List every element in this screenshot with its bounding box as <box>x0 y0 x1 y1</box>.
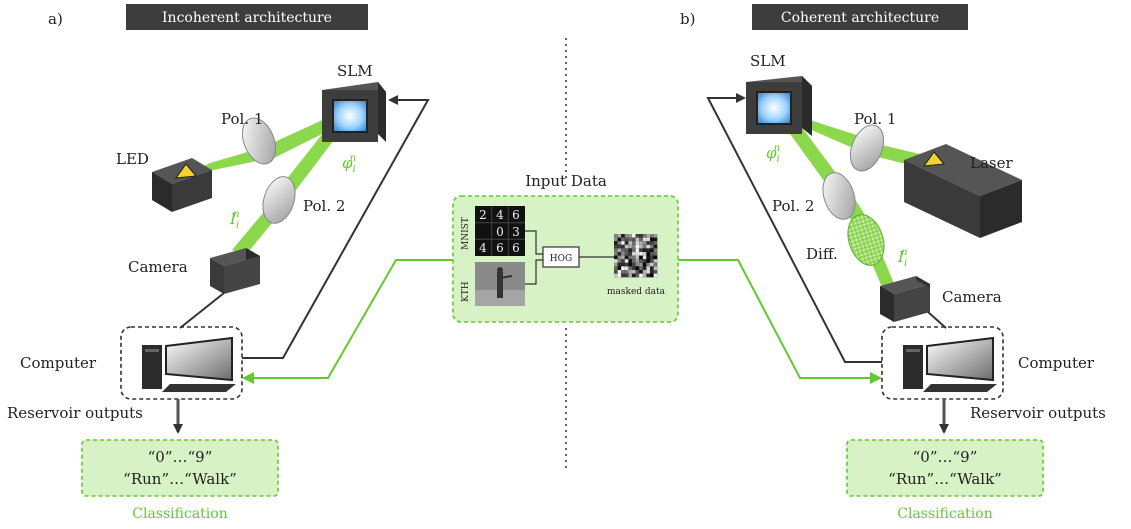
left-title-bg <box>126 4 368 30</box>
right-slm <box>746 76 812 136</box>
left-computer-icon <box>142 336 236 392</box>
right-title: Coherent architecture <box>781 10 939 26</box>
mnist-digit: 4 <box>496 208 504 222</box>
input-data-title: Input Data <box>525 172 607 190</box>
right-panel-letter: b) <box>680 10 695 28</box>
right-pol2-label: Pol. 2 <box>772 197 814 215</box>
mnist-grid: 2 4 3 0 6 4 6 6 <box>475 206 525 256</box>
right-panel: b) Coherent architecture SLM φin Pol. 1 <box>680 4 1106 522</box>
left-camera <box>210 248 260 294</box>
left-class-line1: “0”…“9” <box>148 448 213 466</box>
kth-label: KTH <box>461 281 471 302</box>
kth-to-hog <box>525 259 543 285</box>
right-laser-label: Laser <box>970 154 1013 172</box>
mnist-label: MNIST <box>461 217 471 250</box>
left-pol1-label: Pol. 1 <box>221 110 263 128</box>
mnist-to-hog <box>525 230 543 255</box>
left-phase-label: φin <box>342 153 356 175</box>
left-panel: a) Incoherent architecture SLM φin Pol. … <box>7 4 430 522</box>
input-to-left-computer <box>242 259 453 384</box>
left-class-caption: Classification <box>132 506 227 522</box>
left-class-box <box>81 439 279 497</box>
mnist-digit: 3 <box>512 225 520 239</box>
left-camera-label: Camera <box>128 258 188 276</box>
mnist-digit: 4 <box>479 241 487 255</box>
right-pol1-disc <box>849 124 885 172</box>
input-data-panel: Input Data 2 4 3 0 6 4 6 6 MNIST <box>452 172 679 323</box>
right-pol2-disc <box>822 172 856 220</box>
left-pol2-disc <box>262 176 296 224</box>
left-title: Incoherent architecture <box>162 10 332 26</box>
right-computer-icon <box>903 336 997 392</box>
left-pol1-disc <box>241 117 277 165</box>
right-class-box <box>846 439 1044 497</box>
right-computer-label: Computer <box>1018 354 1095 372</box>
right-feedback-line <box>706 93 882 363</box>
right-phase-label: φin <box>766 143 780 165</box>
right-slm-label: SLM <box>750 52 786 70</box>
right-outputs-label: Reservoir outputs <box>970 404 1106 422</box>
left-led <box>152 158 212 212</box>
left-camera-link <box>179 292 225 329</box>
right-class-line1: “0”…“9” <box>913 448 978 466</box>
right-camera-link <box>927 311 947 329</box>
kth-image <box>475 262 525 306</box>
mnist-digit: 6 <box>512 208 520 222</box>
left-outputs-label: Reservoir outputs <box>7 404 143 422</box>
mnist-digit: 6 <box>496 241 504 255</box>
mnist-digit: 6 <box>512 241 520 255</box>
left-computer-box <box>120 326 243 400</box>
right-camera <box>880 276 930 322</box>
mnist-digit: 0 <box>496 225 504 239</box>
left-pol2-label: Pol. 2 <box>303 197 345 215</box>
right-intensity-label: Iin <box>897 247 908 269</box>
right-class-line2: “Run”…“Walk” <box>888 470 1002 488</box>
right-class-caption: Classification <box>897 506 992 522</box>
left-class-line2: “Run”…“Walk” <box>123 470 237 488</box>
mnist-digit: 2 <box>479 208 487 222</box>
masked-data-label: masked data <box>607 287 666 297</box>
left-feedback-line <box>242 95 430 359</box>
left-computer-label: Computer <box>20 354 97 372</box>
left-led-label: LED <box>116 150 149 168</box>
left-panel-letter: a) <box>48 10 63 28</box>
right-pol1-label: Pol. 1 <box>854 110 896 128</box>
hog-label: HOG <box>550 254 572 264</box>
right-camera-label: Camera <box>942 288 1002 306</box>
input-to-right-computer <box>678 259 882 384</box>
right-laser <box>904 144 1022 238</box>
left-slm-label: SLM <box>337 62 373 80</box>
right-diffuser-disc <box>847 214 885 266</box>
left-slm <box>322 82 386 142</box>
right-diff-label: Diff. <box>806 245 838 263</box>
right-title-bg <box>752 4 968 30</box>
left-intensity-label: Iin <box>229 209 240 231</box>
masked-data-image <box>614 234 658 278</box>
